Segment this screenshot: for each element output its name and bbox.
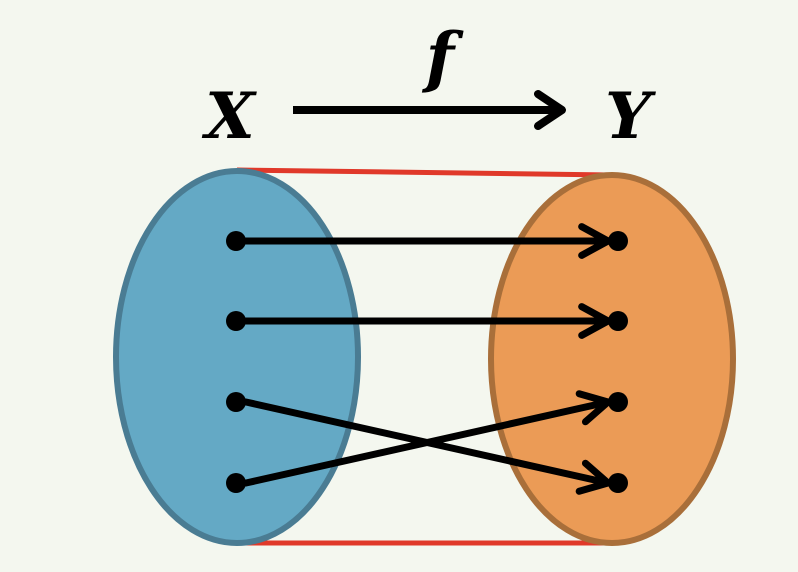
codomain-element-4	[608, 473, 628, 493]
domain-element-4	[226, 473, 246, 493]
codomain-element-3	[608, 392, 628, 412]
function-arrow	[293, 90, 566, 130]
codomain-element-1	[608, 231, 628, 251]
domain-set-label: X	[201, 79, 257, 154]
domain-element-2	[226, 311, 246, 331]
domain-element-1	[226, 231, 246, 251]
domain-set	[113, 168, 361, 546]
function-label: f	[422, 18, 464, 96]
codomain-elements	[608, 231, 628, 493]
domain-elements	[226, 231, 246, 493]
codomain-element-2	[608, 311, 628, 331]
codomain-set	[488, 172, 736, 546]
codomain-set-label: Y	[605, 79, 656, 154]
domain-element-3	[226, 392, 246, 412]
top-connector-line	[236, 167, 613, 178]
